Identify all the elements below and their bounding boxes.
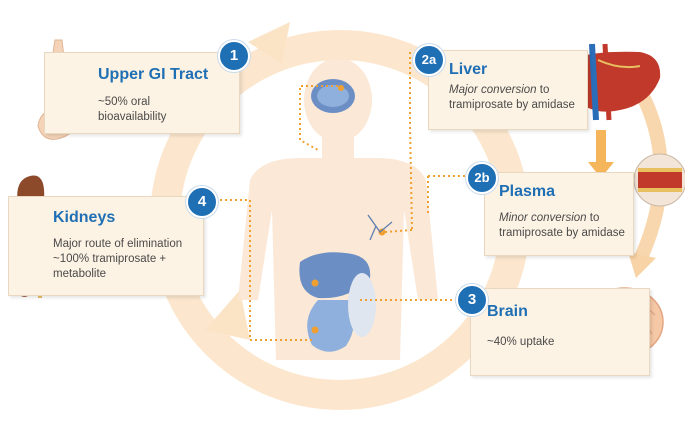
plasma-line2: tramiprosate by amidase [499, 227, 625, 239]
liver-title: Liver [449, 61, 488, 78]
plasma-desc: Minor conversion to tramiprosate by amid… [499, 211, 625, 241]
dotted-leader-lines [215, 52, 470, 341]
upper-gi-desc: ~50% oral bioavailability [98, 95, 166, 125]
brain-box: Brain ~40% uptake [470, 288, 650, 376]
right-curved-arrowhead [628, 252, 656, 278]
liver-line2: tramiprosate by amidase [449, 99, 575, 111]
step-badge-1: 1 [218, 40, 250, 72]
upper-gi-box: Upper GI Tract ~50% oral bioavailability [44, 52, 240, 134]
step-badge-3: 3 [456, 284, 488, 316]
head-brain-icon [311, 79, 355, 113]
liver-illustration [566, 43, 661, 121]
kidneys-desc: Major route of elimination ~100% tramipr… [53, 237, 182, 282]
brain-title: Brain [487, 303, 528, 320]
upper-gi-line2: bioavailability [98, 111, 167, 123]
liver-line1-rest: to [536, 84, 550, 96]
step-badge-4: 4 [186, 186, 218, 218]
kidneys-line1: Major route of elimination [53, 238, 183, 250]
step-badge-2b: 2b [466, 162, 498, 194]
kidneys-line3: metabolite [53, 268, 107, 280]
plasma-box: Plasma Minor conversion to tramiprosate … [484, 172, 634, 256]
torso-organs-icon [299, 228, 386, 352]
liver-box: Liver Major conversion to tramiprosate b… [428, 50, 588, 130]
liver-line1-emphasis: Major conversion [449, 84, 537, 96]
kidneys-box: Kidneys Major route of elimination ~100%… [8, 196, 204, 296]
liver-to-plasma-arrow [588, 130, 614, 178]
upper-gi-title: Upper GI Tract [98, 66, 209, 83]
kidneys-line2: ~100% tramiprosate + [53, 253, 167, 265]
plasma-title: Plasma [499, 183, 556, 200]
kidneys-title: Kidneys [53, 209, 116, 226]
plasma-line1-rest: to [586, 212, 600, 224]
upper-gi-line1: ~50% oral [98, 96, 151, 108]
flow-arrowhead-top [248, 22, 290, 64]
flow-arrowhead-left [205, 290, 250, 340]
brain-desc: ~40% uptake [487, 335, 554, 350]
brain-line1: ~40% uptake [487, 336, 555, 348]
step-badge-2a: 2a [413, 44, 445, 76]
torso-vessel-icon [367, 214, 393, 241]
liver-desc: Major conversion to tramiprosate by amid… [449, 83, 575, 113]
plasma-line1-emphasis: Minor conversion [499, 212, 587, 224]
